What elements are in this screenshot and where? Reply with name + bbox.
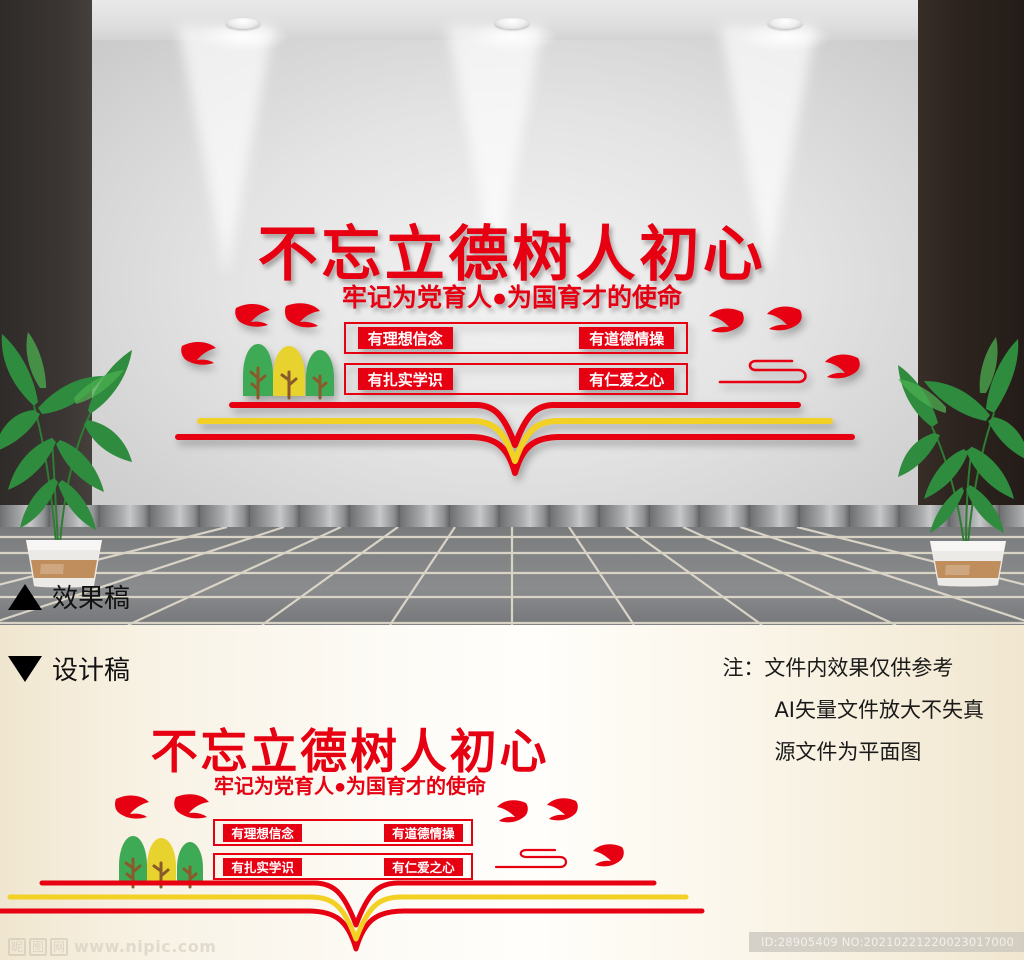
label-render-text: 效果稿 (52, 584, 131, 614)
art-title: 不忘立德树人初心 (257, 222, 767, 288)
render-scene: 不忘立德树人初心 牢记为党育人●为国育才的使命 (0, 0, 1024, 625)
potted-plant-left (0, 328, 134, 588)
slogan-chip-3: 有扎实学识 (357, 368, 453, 390)
slogan-frame (344, 322, 516, 354)
light-cone-icon (720, 26, 816, 276)
slogan-row-1-flat: 有理想信念 有道德情操 (213, 819, 473, 846)
slogan-frame (213, 853, 343, 880)
slogan-frame (343, 819, 473, 846)
slogan-cell-1-flat: 有理想信念 (213, 819, 343, 846)
slogan-frame (343, 853, 473, 880)
slogan-cell-2-flat: 有道德情操 (343, 819, 473, 846)
art-subtitle: 牢记为党育人●为国育才的使命 (341, 285, 683, 312)
lamp-body-icon (495, 18, 529, 29)
slogan-cell-1: 有理想信念 (344, 322, 516, 354)
slogan-row-1: 有理想信念 有道德情操 (344, 322, 688, 354)
slogan-cell-3-flat: 有扎实学识 (213, 853, 343, 880)
notes-block: 注：文件内效果仅供参考 AI矢量文件放大不失真 源文件为平面图 (722, 647, 984, 773)
light-cone-icon (447, 26, 543, 276)
wall-art-design: 不忘立德树人初心 牢记为党育人●为国育才的使命 (0, 713, 705, 953)
slogan-cell-2: 有道德情操 (516, 322, 688, 354)
label-render: 效果稿 (8, 578, 130, 615)
birds-right-group (700, 302, 870, 397)
spotlight-3 (720, 18, 832, 276)
deco-curl-icon-flat (494, 845, 576, 873)
open-book-icon (170, 385, 860, 495)
id-stamp: ID:28905409 NO:20210221220023017000 (749, 932, 1024, 952)
design-scene: 设计稿 注：文件内效果仅供参考 AI矢量文件放大不失真 源文件为平面图 不忘立德… (0, 625, 1024, 960)
watermark-site: www.nipic.com (74, 937, 217, 956)
birds-left-group-flat (98, 793, 218, 841)
logo-char-1: 昵 (8, 937, 26, 956)
spotlight-1 (178, 18, 290, 276)
slogan-frame (213, 819, 343, 846)
open-book-icon-flat (0, 871, 708, 960)
note-line-2: AI矢量文件放大不失真 (774, 698, 984, 722)
label-design-text: 设计稿 (52, 656, 131, 686)
slogan-chip-4-flat: 有仁爱之心 (384, 857, 463, 876)
birds-left-group (178, 300, 338, 370)
logo-char-2: 图 (29, 937, 47, 956)
slogan-row-2-flat: 有扎实学识 有仁爱之心 (213, 853, 473, 880)
triangle-down-icon (8, 655, 42, 682)
slogan-chip-4: 有仁爱之心 (579, 368, 675, 390)
lamp-body-icon (226, 18, 260, 29)
logo-char-3: 网 (50, 937, 68, 956)
slogan-row-2: 有扎实学识 有仁爱之心 (344, 363, 688, 395)
birds-right-group-flat (490, 795, 630, 885)
deco-curl-icon (718, 355, 818, 389)
triangle-up-icon (8, 583, 42, 610)
note-line-1: 注：文件内效果仅供参考 (722, 656, 954, 680)
slogan-chip-1-flat: 有理想信念 (223, 823, 302, 842)
label-design: 设计稿 (8, 650, 130, 687)
slogan-chip-3-flat: 有扎实学识 (223, 857, 302, 876)
slogan-frame (516, 322, 688, 354)
slogan-cell-3: 有扎实学识 (344, 363, 516, 395)
trees-group (240, 344, 338, 406)
slogan-chip-1: 有理想信念 (357, 327, 453, 349)
nipic-logo-icon: 昵 图 网 (8, 937, 68, 956)
wall-art-render: 不忘立德树人初心 牢记为党育人●为国育才的使命 (170, 222, 870, 495)
trees-group-flat (116, 836, 206, 894)
slogan-cell-4: 有仁爱之心 (516, 363, 688, 395)
floor-grid (0, 527, 1024, 625)
watermark: 昵 图 网 www.nipic.com (8, 937, 216, 956)
note-line-3: 源文件为平面图 (774, 740, 922, 764)
spotlight-2 (447, 18, 559, 276)
lamp-body-icon (768, 18, 802, 29)
light-cone-icon (178, 26, 274, 276)
potted-plant-right (898, 335, 1024, 587)
slogan-frame (516, 363, 688, 395)
art-title-flat: 不忘立德树人初心 (150, 727, 550, 779)
art-subtitle-flat: 牢记为党育人●为国育才的使命 (213, 776, 487, 798)
slogan-chip-2: 有道德情操 (579, 327, 675, 349)
floor-skirting (0, 505, 1024, 527)
slogan-cell-4-flat: 有仁爱之心 (343, 853, 473, 880)
floor (0, 505, 1024, 625)
slogan-frame (344, 363, 516, 395)
slogan-chip-2-flat: 有道德情操 (384, 823, 463, 842)
